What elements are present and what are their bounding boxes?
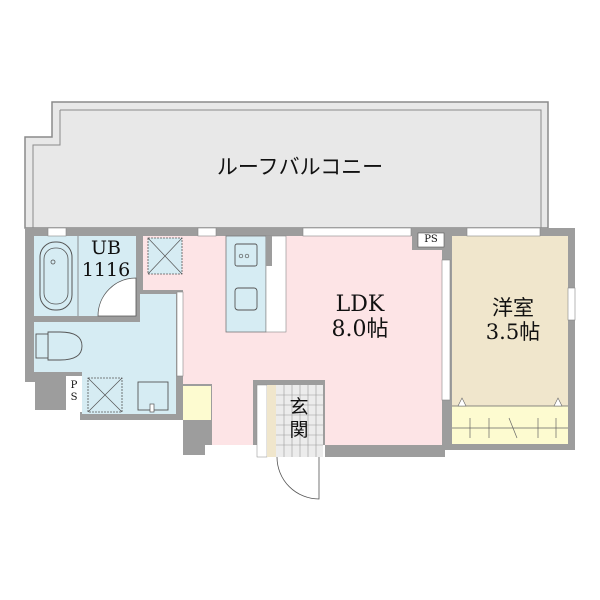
toilet-icon (47, 331, 83, 361)
unit-bath-label: UB 1116 (78, 237, 134, 282)
sink-icon (234, 287, 258, 311)
stove-icon (234, 243, 258, 267)
ldk-label-line2: 8.0帖 (331, 317, 389, 343)
entrance-label-line2: 関 (289, 418, 309, 441)
balcony-label: ルーフバルコニー (216, 155, 384, 179)
ldk-label-line1: LDK (335, 292, 385, 317)
ps-left (66, 376, 82, 412)
western-room-label-line2: 3.5帖 (485, 320, 541, 345)
ps-left-label-line2: S (70, 392, 78, 403)
ps-top-label: PS (424, 234, 438, 245)
ps-left-label: P S (66, 380, 82, 404)
western-room-floor (452, 236, 568, 406)
kitchen-counter (225, 235, 267, 333)
unit-bath-label-line1: UB (91, 237, 121, 259)
ps-left-label-line1: P (70, 380, 78, 391)
entrance-label-line1: 玄 (289, 396, 309, 418)
entrance-label: 玄 関 (284, 396, 314, 442)
bathtub-icon (39, 241, 73, 311)
ldk-floor (143, 236, 442, 445)
storage-small (183, 386, 211, 420)
ldk-label: LDK 8.0帖 (310, 292, 410, 343)
unit-bath-label-line2: 1116 (81, 258, 131, 281)
entrance-door-swing (276, 456, 320, 500)
ps-top (417, 232, 445, 248)
western-room-label: 洋室 3.5帖 (470, 296, 556, 344)
western-room-label-line1: 洋室 (492, 296, 534, 320)
closet (452, 406, 568, 444)
